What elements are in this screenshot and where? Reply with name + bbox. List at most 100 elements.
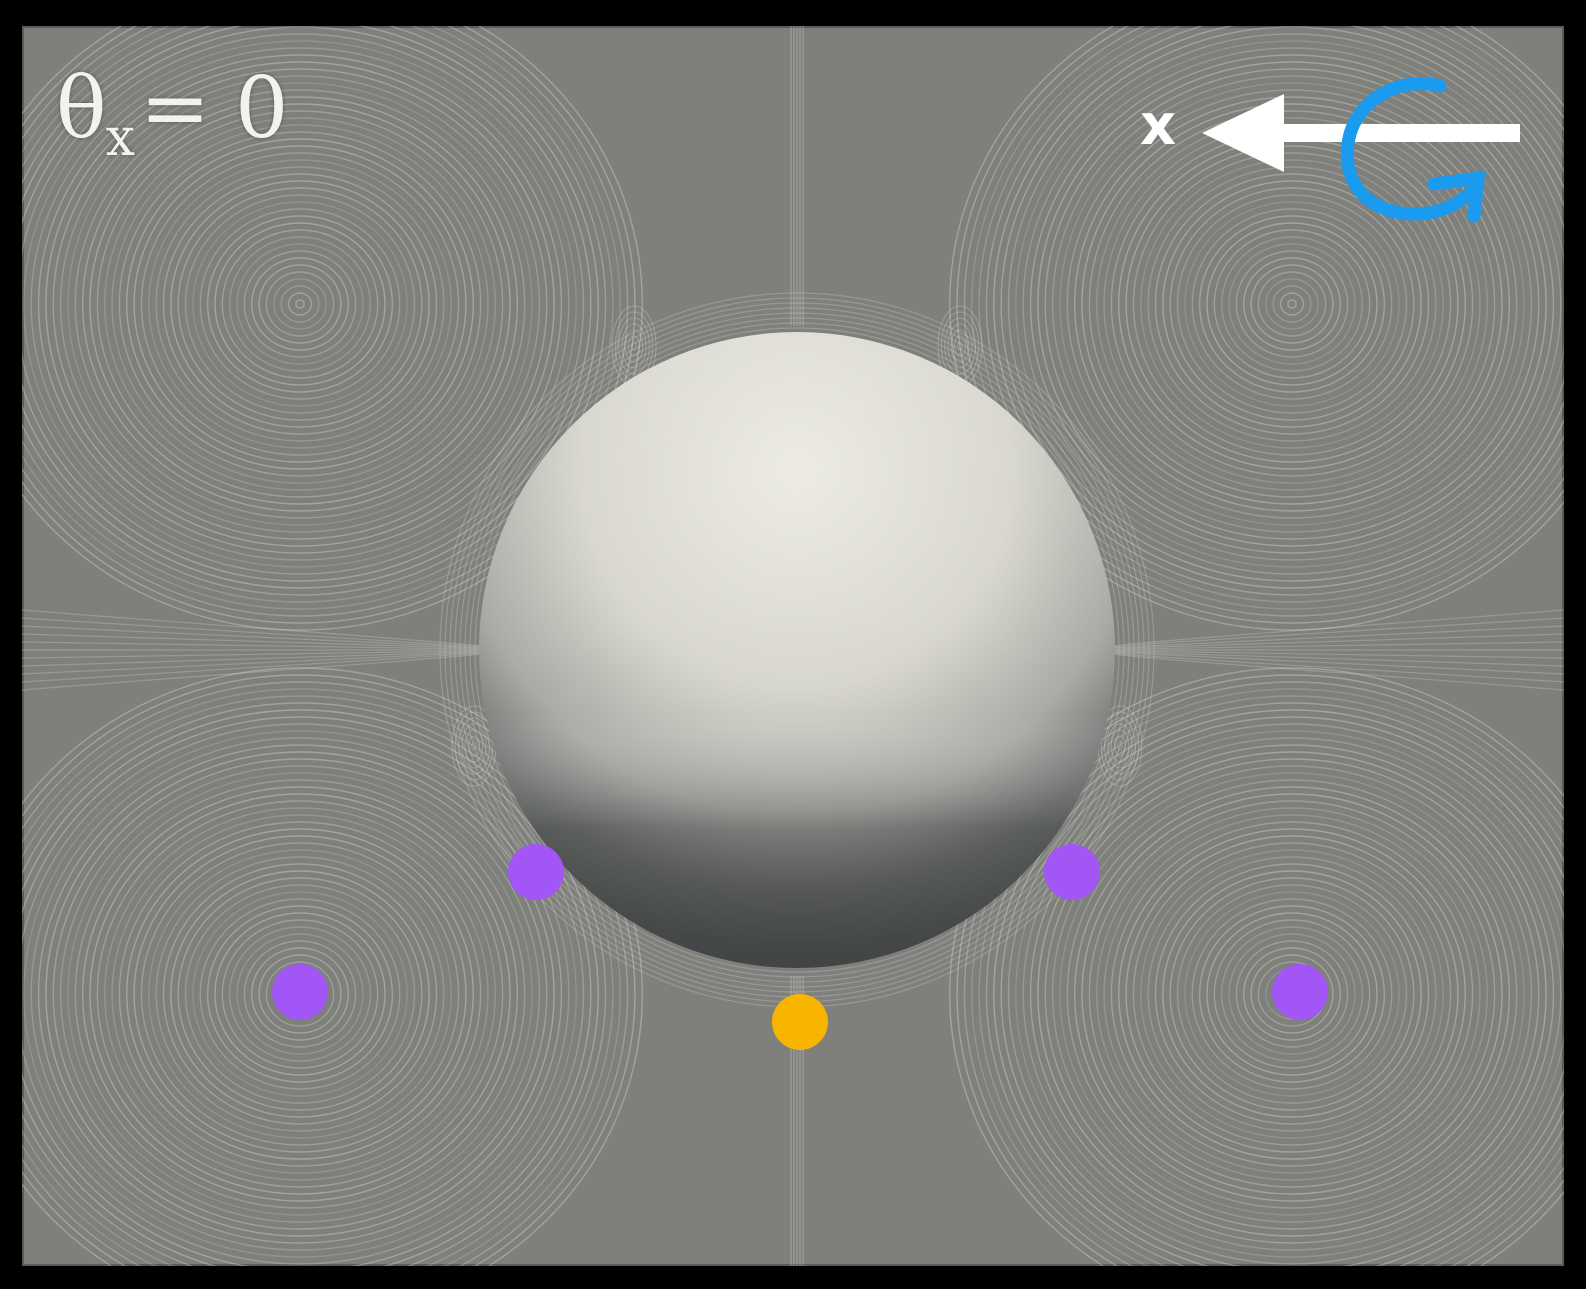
streamline: [949, 667, 1564, 1266]
streamline: [1110, 131, 1474, 477]
streamline: [1111, 653, 1564, 691]
streamline: [1279, 982, 1305, 1006]
streamline: [287, 982, 313, 1006]
streamline: [1044, 68, 1540, 540]
streamline: [1140, 849, 1444, 1139]
theta-subscript: x: [105, 108, 135, 168]
streamline: [1272, 285, 1312, 323]
streamline: [23, 40, 577, 568]
streamline: [1117, 741, 1123, 751]
streamline: [1257, 961, 1327, 1027]
streamline: [458, 717, 490, 775]
streamline: [459, 312, 1135, 988]
streamline: [52, 758, 548, 1230]
streamline: [1287, 989, 1297, 999]
streamline: [23, 730, 577, 1258]
streamline: [1184, 201, 1400, 407]
streamline: [287, 292, 313, 316]
streamline: [993, 26, 1564, 589]
streamline: [295, 989, 305, 999]
streamline: [1169, 187, 1415, 421]
streamline: [162, 173, 438, 435]
streamline: [1066, 89, 1518, 519]
streamline: [1220, 236, 1364, 372]
streamline: [22, 695, 614, 1266]
streamline: [1140, 159, 1444, 449]
streamline: [295, 299, 305, 309]
streamline: [1095, 807, 1488, 1181]
streamline: [22, 26, 614, 603]
streamline: [59, 75, 541, 533]
streamline: [118, 131, 482, 477]
streamline: [1111, 633, 1564, 649]
sphere: [479, 332, 1115, 968]
streamline: [236, 243, 364, 365]
streamline: [265, 961, 335, 1027]
streamline: [280, 975, 320, 1013]
streamline: [963, 26, 1564, 617]
streamline: [22, 26, 643, 631]
streamline: [1228, 243, 1356, 365]
streamline: [243, 940, 357, 1048]
streamline: [22, 681, 629, 1266]
streamline: [957, 341, 963, 351]
streamline: [155, 856, 445, 1132]
streamline: [133, 835, 467, 1153]
streamline: [1250, 954, 1334, 1034]
streamline: [1154, 173, 1430, 435]
streamline: [1007, 723, 1564, 1265]
streamline: [471, 741, 477, 751]
streamline: [1154, 863, 1430, 1125]
streamline: [1118, 828, 1466, 1160]
streamline: [45, 61, 555, 547]
streamline: [1220, 926, 1364, 1062]
streamline: [280, 285, 320, 323]
streamline: [1272, 975, 1312, 1013]
streamline: [192, 201, 408, 407]
streamline: [221, 229, 379, 379]
streamline: [624, 329, 644, 363]
streamline: [627, 335, 641, 357]
streamline: [243, 250, 357, 358]
streamline: [103, 117, 497, 491]
streamline: [22, 633, 483, 649]
streamline: [126, 138, 474, 470]
streamline: [22, 617, 483, 648]
streamline: [1162, 870, 1422, 1118]
streamline: [103, 807, 497, 1181]
streamline: [461, 723, 487, 769]
streamline: [140, 842, 460, 1146]
streamline: [953, 335, 967, 357]
streamline: [1287, 299, 1297, 309]
streamline: [133, 145, 467, 463]
streamline: [1279, 292, 1305, 316]
streamline: [22, 641, 483, 650]
streamline: [250, 257, 349, 351]
streamline: [1111, 651, 1564, 667]
streamline: [1051, 75, 1533, 533]
streamline: [1037, 61, 1547, 547]
streamline: [22, 651, 483, 667]
streamline: [971, 26, 1564, 610]
streamline: [963, 681, 1564, 1266]
streamline: [985, 702, 1564, 1266]
streamline: [236, 933, 364, 1055]
streamline: [956, 26, 1564, 624]
flow-visualization-panel: θx= 0 x: [22, 26, 1564, 1266]
streamline: [206, 905, 394, 1083]
streamline-group: [22, 26, 1564, 1266]
streamline: [1000, 26, 1564, 582]
streamline: [74, 779, 526, 1209]
streamline: [22, 709, 599, 1266]
streamline: [1132, 842, 1452, 1146]
streamline: [22, 26, 599, 589]
streamline: [1111, 652, 1564, 683]
streamline: [192, 891, 408, 1097]
streamline: [111, 814, 489, 1174]
streamline: [1228, 933, 1356, 1055]
streamline: [1213, 919, 1371, 1069]
streamline: [228, 926, 372, 1062]
streamline: [1191, 208, 1393, 400]
streamline: [1029, 744, 1555, 1244]
streamline: [214, 912, 386, 1076]
